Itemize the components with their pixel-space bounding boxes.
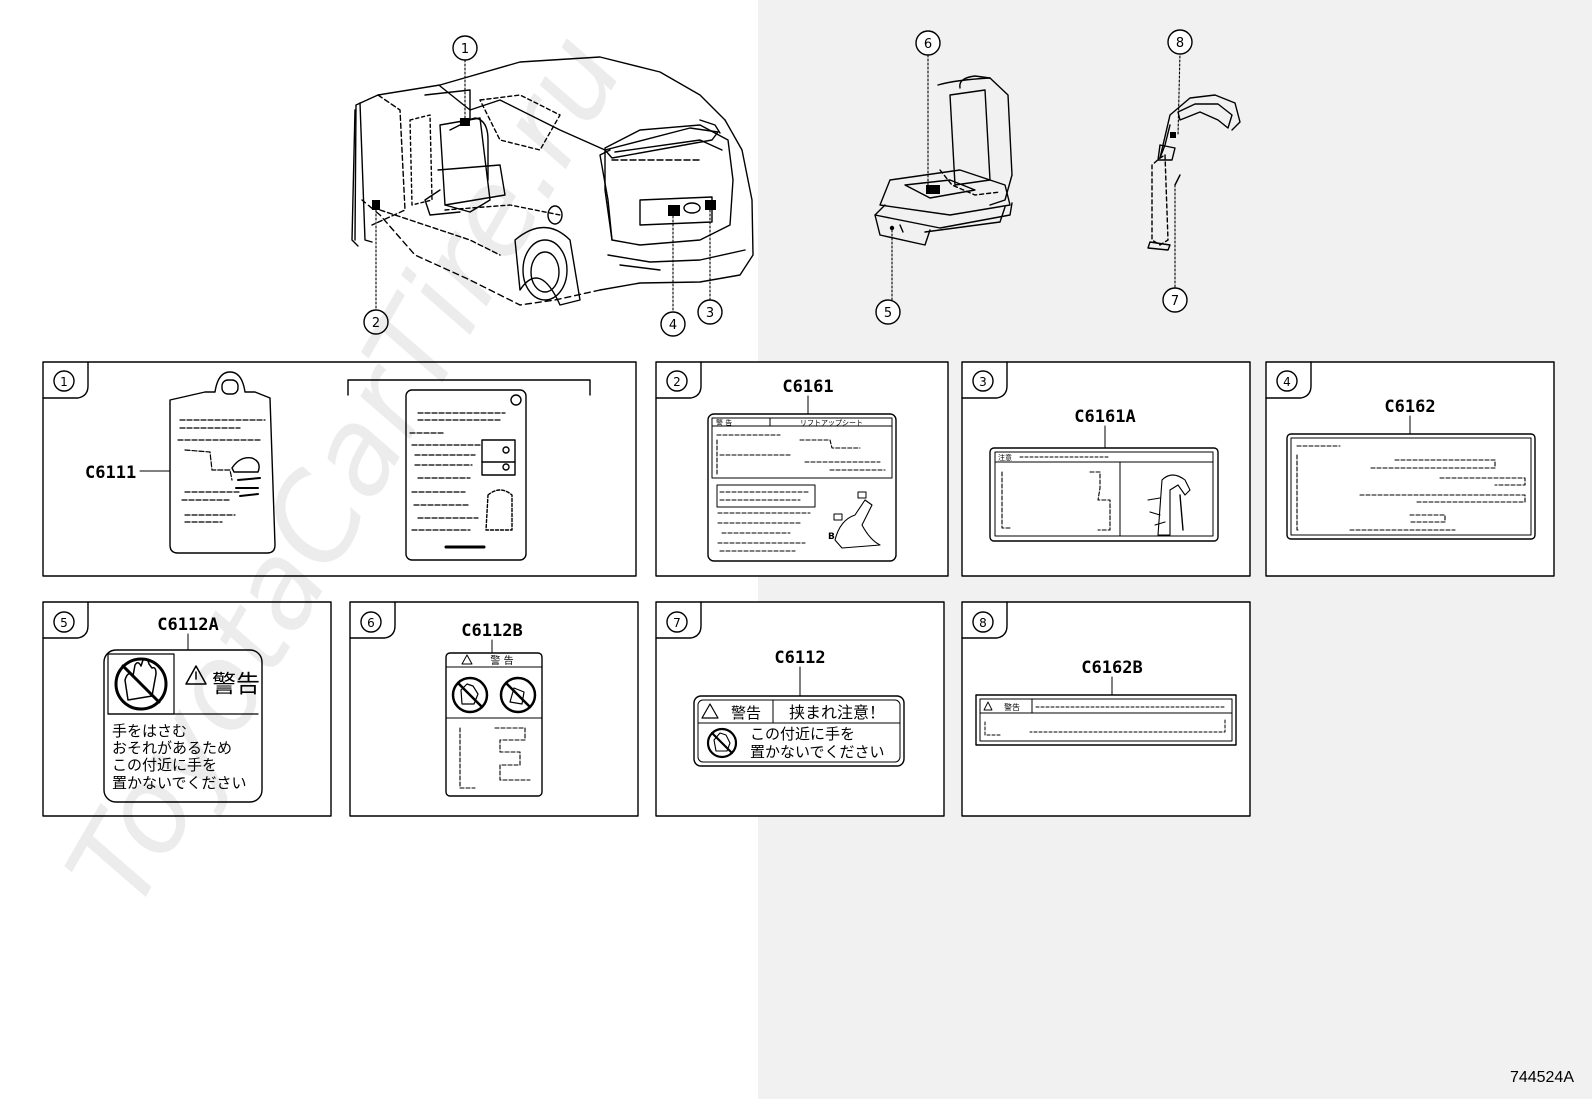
panel-1: 1 C6111 bbox=[42, 361, 637, 577]
svg-text:5: 5 bbox=[884, 306, 892, 321]
part-code-label: C6112B bbox=[461, 621, 522, 641]
svg-text:8: 8 bbox=[1176, 36, 1184, 51]
svg-text:リフトアップシート: リフトアップシート bbox=[800, 419, 863, 427]
no-hand-icon bbox=[114, 657, 168, 711]
svg-text:4: 4 bbox=[669, 318, 677, 333]
svg-text:警告: 警告 bbox=[212, 670, 260, 698]
panel-2: 2 C6161 警 告 リフトアップシート B bbox=[655, 361, 949, 577]
panel-6: 6 C6112B 警 告 bbox=[349, 601, 639, 817]
label-c6162 bbox=[1286, 433, 1536, 540]
panel-number: 5 bbox=[60, 616, 68, 630]
callout-8: 8 bbox=[1167, 29, 1193, 55]
part-code-label: C6112A bbox=[157, 615, 218, 635]
panel-4: 4 C6162 bbox=[1265, 361, 1555, 577]
panel-number: 7 bbox=[673, 616, 681, 630]
arm-illustration bbox=[1147, 94, 1241, 251]
no-hand-icon bbox=[706, 727, 738, 759]
svg-text:手をはさむ: 手をはさむ bbox=[112, 722, 187, 740]
svg-text:B: B bbox=[828, 532, 835, 542]
svg-text:置かないでください: 置かないでください bbox=[112, 774, 247, 792]
panel-5: 5 C6112A 警告 手をはさむ おそれがあるため この付近に手を 置かないで… bbox=[42, 601, 332, 817]
part-code-label: C6112 bbox=[774, 648, 825, 668]
car-illustration bbox=[351, 56, 754, 306]
panel-number: 4 bbox=[1283, 375, 1291, 389]
part-code-label: C6162B bbox=[1081, 658, 1142, 678]
seat-illustration bbox=[874, 75, 1013, 246]
panel-number: 6 bbox=[367, 616, 375, 630]
diagram-id: 744524A bbox=[1509, 1069, 1574, 1086]
svg-text:2: 2 bbox=[372, 316, 380, 331]
callout-4: 4 bbox=[660, 311, 686, 337]
label-c6162b bbox=[975, 694, 1237, 746]
svg-text:おそれがあるため: おそれがあるため bbox=[112, 739, 232, 757]
panel-number: 2 bbox=[673, 375, 681, 389]
panel-number: 1 bbox=[60, 375, 68, 389]
callout-2: 2 bbox=[363, 309, 389, 335]
panel-number: 3 bbox=[979, 375, 987, 389]
callout-5: 5 bbox=[875, 299, 901, 325]
svg-text:7: 7 bbox=[1171, 294, 1179, 309]
label-c6112b bbox=[445, 652, 543, 797]
svg-text:置かないでください: 置かないでください bbox=[750, 743, 885, 761]
svg-text:1: 1 bbox=[461, 42, 469, 57]
leader-lines bbox=[375, 51, 1181, 313]
svg-text:挟まれ注意！: 挟まれ注意！ bbox=[789, 703, 885, 722]
callout-3: 3 bbox=[697, 299, 723, 325]
svg-text:3: 3 bbox=[706, 306, 714, 321]
svg-text:警 告: 警 告 bbox=[490, 654, 513, 667]
svg-text:この付近に手を: この付近に手を bbox=[750, 725, 855, 743]
no-touch-icon bbox=[499, 676, 537, 714]
hang-tag-label bbox=[169, 371, 276, 554]
part-code-label: C6162 bbox=[1384, 397, 1435, 417]
label-c6112 bbox=[693, 695, 905, 767]
svg-text:注意: 注意 bbox=[998, 453, 1012, 462]
svg-text:警告: 警告 bbox=[1004, 702, 1020, 712]
panel-number: 8 bbox=[979, 616, 987, 630]
callout-7: 7 bbox=[1162, 287, 1188, 313]
label-c6161 bbox=[707, 413, 897, 562]
part-code-label: C6161 bbox=[782, 377, 833, 397]
callout-6: 6 bbox=[915, 30, 941, 56]
label-c6161a bbox=[989, 447, 1219, 542]
panel-7: 7 C6112 警告 挟まれ注意！ この付近に手を 置かないでください bbox=[655, 601, 945, 817]
part-code-label: C6111 bbox=[85, 463, 136, 483]
callout-1: 1 bbox=[452, 35, 478, 61]
svg-text:警告: 警告 bbox=[731, 704, 761, 722]
panel-8: 8 C6162B 警告 bbox=[961, 601, 1251, 817]
part-code-label: C6161A bbox=[1074, 407, 1135, 427]
panel-3: 3 C6161A 注意 bbox=[961, 361, 1251, 577]
svg-text:6: 6 bbox=[924, 37, 932, 52]
svg-text:警 告: 警 告 bbox=[716, 418, 732, 427]
svg-text:この付近に手を: この付近に手を bbox=[112, 756, 217, 774]
no-hand-icon bbox=[451, 676, 489, 714]
